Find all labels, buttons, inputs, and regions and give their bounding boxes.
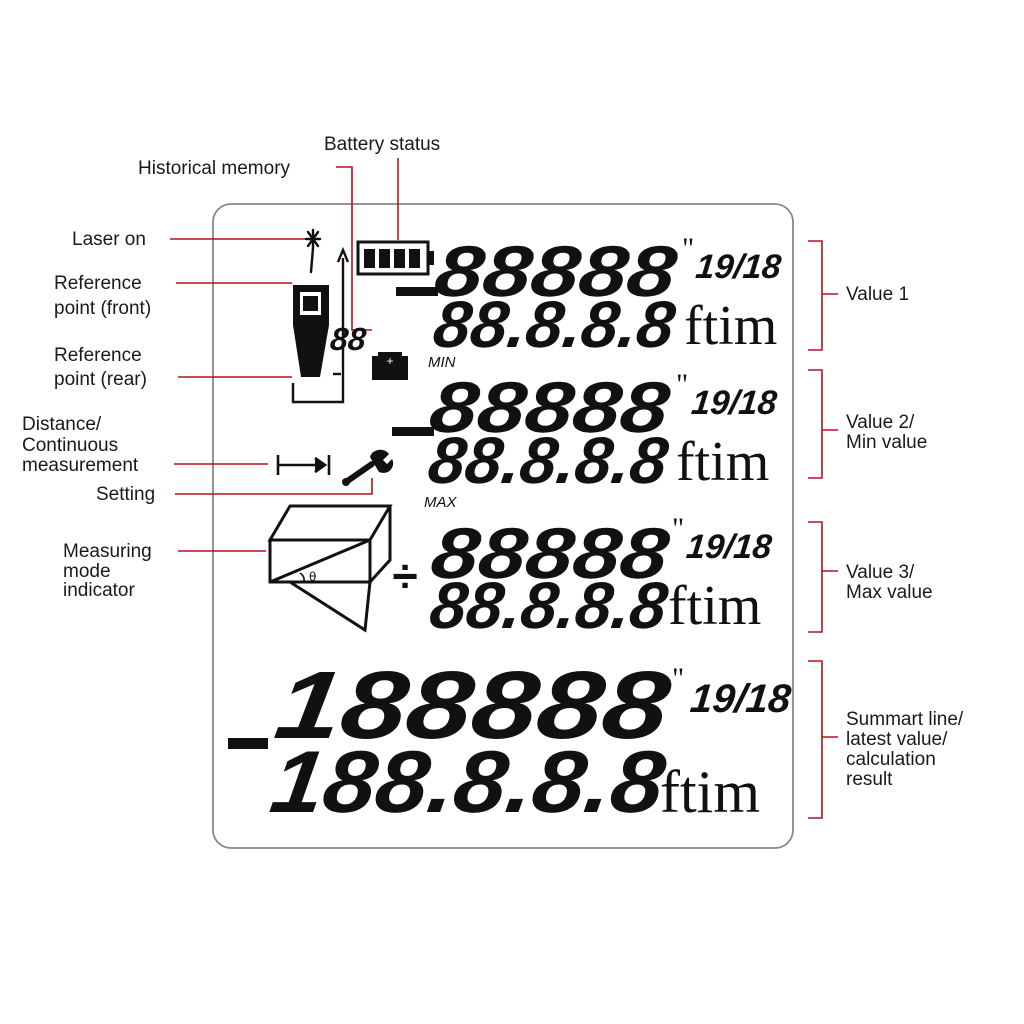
laser-icon	[304, 228, 322, 274]
value3-lower-digits: 88.8.8.8	[426, 569, 672, 643]
label-setting: Setting	[96, 484, 155, 505]
theta-label: θ	[309, 570, 316, 584]
value1-row: 88888 88.8.8.8 " 19/18 ftim	[396, 232, 783, 362]
value1-lower-digits: 88.8.8.8	[429, 288, 679, 362]
min-tag: MIN	[428, 354, 456, 371]
battery-icon	[356, 240, 434, 276]
max-tag: MAX	[424, 494, 458, 511]
summary-row: 188888 188.8.8.8 " 19/18 ftim	[228, 652, 794, 831]
lcd-panel	[212, 203, 794, 849]
summary-minus-sign	[228, 738, 268, 749]
value1-minus-sign	[396, 287, 438, 296]
label-mode-line1: Measuring	[63, 541, 152, 562]
reference-point-icon	[291, 246, 350, 404]
value2-minus-sign	[392, 427, 434, 436]
value2-lower-digits: 88.8.8.8	[424, 424, 672, 498]
label-distance-line3: measurement	[22, 455, 139, 476]
bracket-summary	[808, 660, 838, 819]
measuring-mode-icon	[267, 504, 393, 633]
label-value3-line2: Max value	[846, 582, 933, 603]
value3-inch-mark: "	[672, 512, 684, 545]
value2-digits: 88888	[425, 368, 675, 448]
bracket-value2	[808, 369, 838, 479]
wrench-icon	[342, 449, 394, 486]
label-summary-line2: latest value/	[846, 729, 948, 750]
leader-lines	[170, 158, 838, 819]
label-mode-line3: indicator	[63, 580, 135, 601]
summary-digits: 188888	[269, 652, 676, 758]
distance-measure-icon	[276, 455, 331, 475]
label-mode-line2: mode	[63, 561, 111, 582]
value3-units: ftim	[668, 575, 761, 637]
value3-row: ÷ 88888 88.8.8.8 " 19/18 ftim	[392, 512, 774, 643]
bracket-value1	[808, 240, 838, 351]
label-reference-front-line2: point (front)	[54, 298, 151, 319]
memory-icon: 88 +	[328, 321, 408, 380]
label-battery-status: Battery status	[324, 134, 440, 155]
value1-fraction: 19/18	[694, 248, 783, 286]
label-value1: Value 1	[846, 284, 909, 305]
label-laser-on: Laser on	[72, 229, 146, 250]
value1-inch-mark: "	[682, 232, 694, 265]
bracket-value3	[808, 521, 838, 633]
value3-divide-sign: ÷	[392, 550, 417, 602]
label-summary-line1: Summart line/	[846, 709, 964, 730]
summary-lower-digits: 188.8.8.8	[265, 732, 672, 831]
value2-inch-mark: "	[676, 368, 688, 401]
label-historical-memory: Historical memory	[138, 158, 291, 179]
label-value3-line1: Value 3/	[846, 562, 915, 583]
label-distance-line1: Distance/	[22, 414, 102, 435]
label-summary-line3: calculation	[846, 749, 936, 770]
leader-memory	[336, 166, 372, 331]
value3-fraction: 19/18	[685, 528, 774, 566]
value2-fraction: 19/18	[690, 384, 779, 422]
label-reference-front-line1: Reference	[54, 273, 142, 294]
value2-units: ftim	[676, 431, 769, 493]
svg-text:+: +	[386, 354, 393, 368]
label-summary-line4: result	[846, 769, 893, 790]
label-value2-line2: Min value	[846, 432, 927, 453]
summary-inch-mark: "	[672, 662, 684, 695]
value1-digits: 88888	[430, 232, 682, 312]
leader-setting	[175, 478, 373, 495]
value2-row: 88888 88.8.8.8 " 19/18 ftim	[392, 368, 779, 498]
value1-units: ftim	[684, 295, 777, 357]
label-reference-rear-line2: point (rear)	[54, 369, 147, 390]
label-value2-line1: Value 2/	[846, 412, 915, 433]
summary-units: ftim	[660, 759, 760, 825]
value3-digits: 88888	[427, 514, 675, 594]
summary-fraction: 19/18	[688, 677, 793, 721]
label-distance-line2: Continuous	[22, 435, 118, 456]
device-icon	[293, 285, 329, 377]
memory-digits: 88	[328, 321, 368, 357]
label-reference-rear-line1: Reference	[54, 345, 142, 366]
